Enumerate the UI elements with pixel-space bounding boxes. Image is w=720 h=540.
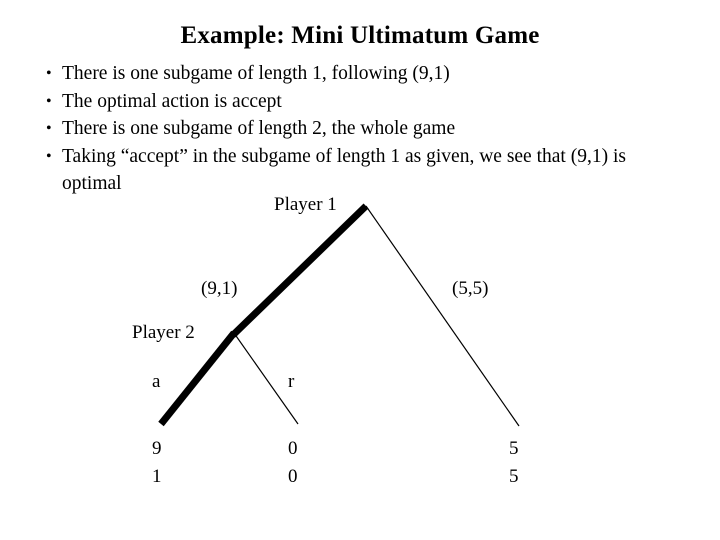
- edge-player2-to-accept: [158, 330, 237, 427]
- node-label-player-1: Player 1: [274, 194, 337, 215]
- bullet-dot-icon: •: [46, 65, 52, 82]
- bullet-dot-icon: •: [46, 120, 52, 137]
- list-item-text: The optimal action is accept: [62, 90, 282, 112]
- edge-label-accept-payoff-pair: (9,1): [201, 278, 238, 299]
- payoff-player2-value: 1: [152, 466, 162, 487]
- payoff-player1-value: 9: [152, 438, 162, 459]
- list-item-text: There is one subgame of length 1, follow…: [62, 63, 450, 84]
- page-title: Example: Mini Ultimatum Game: [180, 22, 540, 49]
- bullet-list: • There is one subgame of length 1, foll…: [40, 60, 690, 198]
- edge-label-outside-payoff-pair: (5,5): [452, 278, 489, 299]
- list-item: • The optimal action is accept: [40, 88, 690, 116]
- edge-label-r: r: [288, 371, 295, 392]
- edge-root-to-player2: [230, 203, 369, 338]
- edge-root-to-outside: [365, 205, 520, 427]
- list-item: • There is one subgame of length 2, the …: [40, 115, 690, 143]
- list-item: • Taking “accept” in the subgame of leng…: [40, 143, 690, 198]
- terminal-payoff-accept: 9 1: [152, 435, 162, 491]
- list-item: • There is one subgame of length 1, foll…: [40, 60, 690, 88]
- list-item-text: Taking “accept” in the subgame of length…: [62, 145, 631, 195]
- terminal-payoff-outside: 5 5: [509, 435, 519, 491]
- list-item-text: There is one subgame of length 2, the wh…: [62, 118, 456, 139]
- terminal-payoff-reject: 0 0: [288, 435, 298, 491]
- payoff-player1-value: 0: [288, 438, 298, 459]
- payoff-player1-value: 5: [509, 438, 519, 459]
- edge-label-a: a: [152, 371, 161, 392]
- node-label-player-2: Player 2: [132, 322, 195, 343]
- bullet-dot-icon: •: [46, 147, 52, 165]
- bullet-dot-icon: •: [46, 92, 52, 110]
- payoff-player2-value: 5: [509, 466, 519, 487]
- payoff-player2-value: 0: [288, 466, 298, 487]
